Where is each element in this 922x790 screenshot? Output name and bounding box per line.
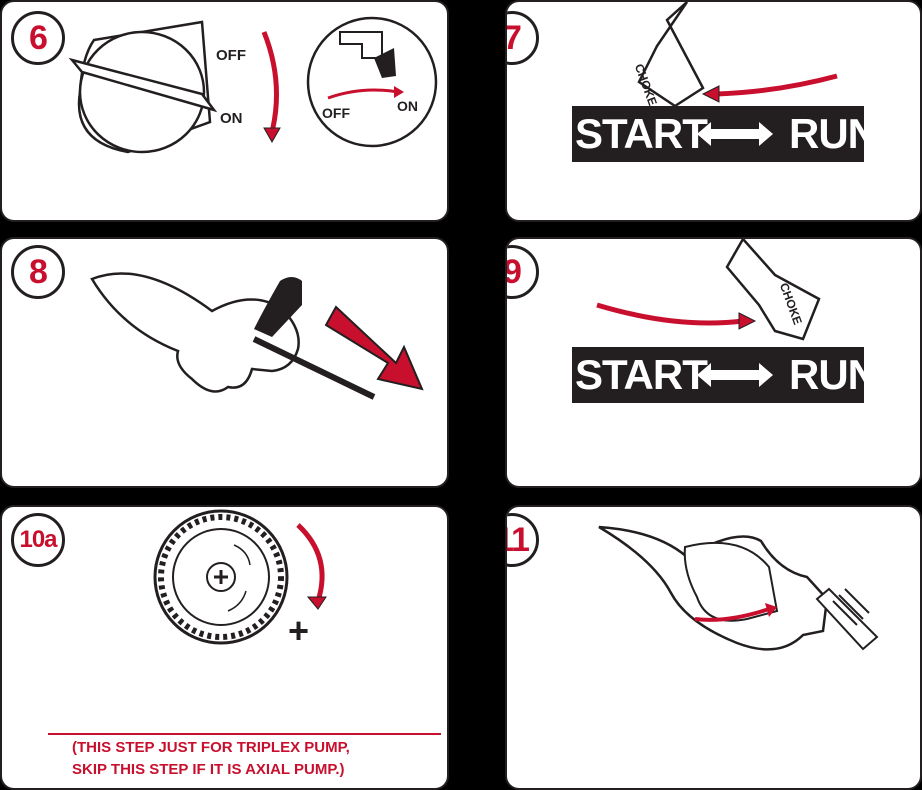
detail-off-label: OFF <box>322 105 350 121</box>
step-11-panel: 11 <box>505 505 922 790</box>
step-6-badge: 6 <box>11 11 65 65</box>
spray-gun-trigger-icon <box>598 525 879 651</box>
valve-on-label: ON <box>220 110 243 127</box>
choke-lever-icon <box>572 2 864 162</box>
run-label: RUN <box>789 110 878 157</box>
recoil-start-hand-icon <box>90 272 424 400</box>
step-10a-panel: 10a + <box>0 505 449 790</box>
note-line-1: (THIS STEP JUST FOR TRIPLEX PUMP, <box>72 739 350 756</box>
triplex-note: (THIS STEP JUST FOR TRIPLEX PUMP, SKIP T… <box>72 737 350 781</box>
note-line-2: SKIP THIS STEP IF IT IS AXIAL PUMP.) <box>72 761 345 778</box>
fuel-valve-icon <box>68 16 438 154</box>
note-divider <box>48 733 441 735</box>
pressure-knob-icon <box>153 509 327 645</box>
detail-on-label: ON <box>397 98 418 114</box>
step-8-panel: 8 <box>0 237 449 488</box>
step-7-panel: 7 CHOKE START RUN <box>505 0 922 222</box>
valve-off-label: OFF <box>216 47 246 64</box>
choke-lever-icon <box>572 239 864 403</box>
step-9-panel: 9 CHOKE START RUN <box>505 237 922 488</box>
start-label: START <box>575 110 708 157</box>
step-8-badge: 8 <box>11 245 65 299</box>
start-label: START <box>575 351 708 398</box>
increase-plus-label: + <box>288 610 310 651</box>
step-6-panel: 6 OFF ON OFF ON <box>0 0 449 222</box>
step-10a-badge: 10a <box>11 513 65 567</box>
run-label: RUN <box>789 351 878 398</box>
